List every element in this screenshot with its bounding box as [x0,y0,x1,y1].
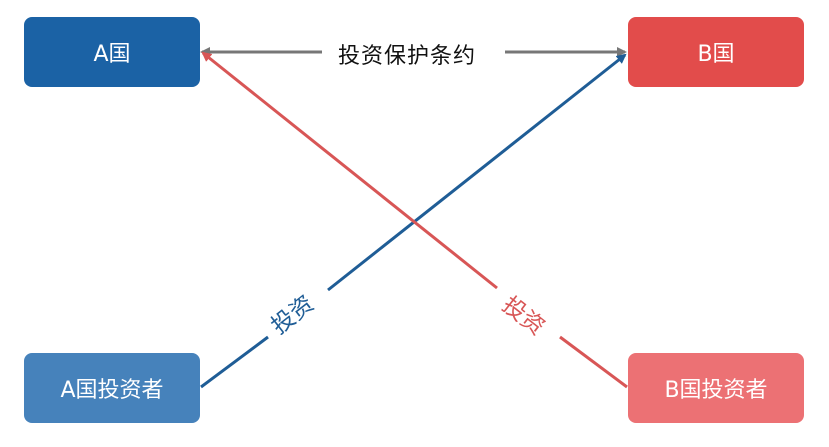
investor-a-node: A国投资者 [24,353,200,423]
country-b-node: B国 [628,17,804,87]
treaty-label: 投资保护条约 [338,44,477,69]
investor-b-node: B国投资者 [628,353,804,423]
red-investment-line-upper [201,51,498,290]
investor-b-label: B国投资者 [664,378,768,403]
country-b-label: B国 [697,42,735,67]
red-investment-line-lower [559,335,628,389]
country-a-node: A国 [24,17,200,87]
investor-a-label: A国投资者 [60,378,164,403]
blue-investment-line-lower [200,335,269,389]
country-a-label: A国 [93,42,131,67]
blue-investment-line-upper [327,53,627,292]
